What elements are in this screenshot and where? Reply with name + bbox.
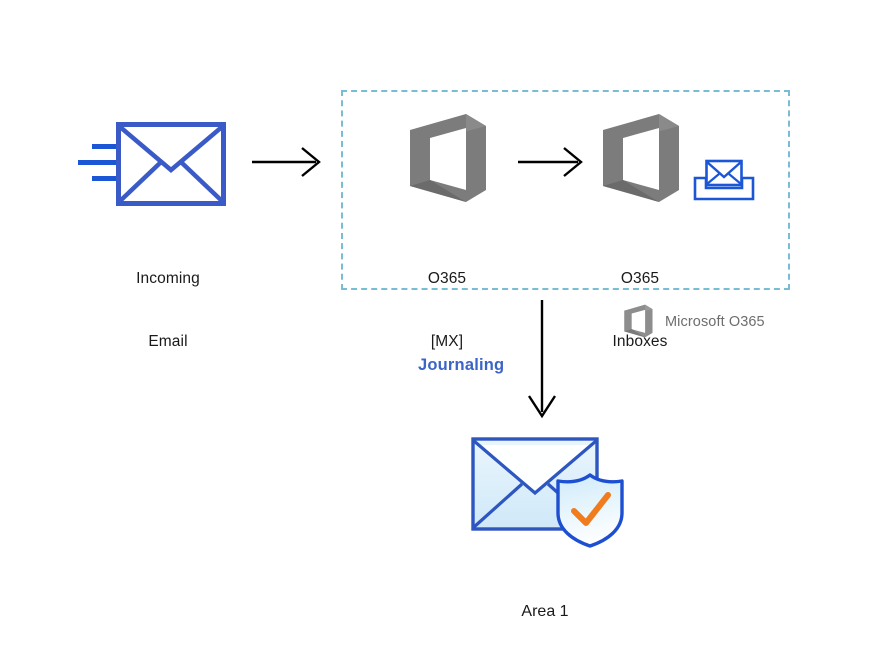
legend-office-365-icon xyxy=(622,303,654,339)
o365-inboxes-label: O365 Inboxes xyxy=(560,226,720,394)
incoming-email-label-line1: Incoming xyxy=(136,270,200,287)
arrow-incoming-to-mx-icon xyxy=(252,145,324,179)
arrow-mx-to-inboxes-icon xyxy=(518,145,586,179)
legend-label: Microsoft O365 xyxy=(665,314,765,330)
arrow-inboxes-to-area1-icon xyxy=(524,300,560,420)
motion-lines-icon xyxy=(74,140,124,188)
area1-label-line1: Area 1 xyxy=(521,603,569,620)
o365-mx-label-line1: O365 xyxy=(427,270,467,287)
office-365-icon-mx xyxy=(404,110,490,206)
o365-inboxes-label-line1: O365 xyxy=(620,270,660,287)
o365-inboxes-label-line2: Inboxes xyxy=(612,333,668,350)
incoming-email-label-line2: Email xyxy=(148,333,188,350)
shielded-envelope-icon xyxy=(470,433,630,548)
o365-mx-label-line2: [MX] xyxy=(430,333,464,350)
o365-boundary-box xyxy=(341,90,790,290)
envelope-icon xyxy=(116,122,226,206)
journaling-edge-label: Journaling xyxy=(418,356,505,374)
incoming-email-label: Incoming Email xyxy=(88,226,248,394)
inbox-tray-envelope-icon xyxy=(692,158,756,204)
area1-label: Area 1 email security xyxy=(465,557,625,653)
o365-mx-label: O365 [MX] xyxy=(367,226,527,394)
office-365-icon-inboxes xyxy=(597,110,683,206)
